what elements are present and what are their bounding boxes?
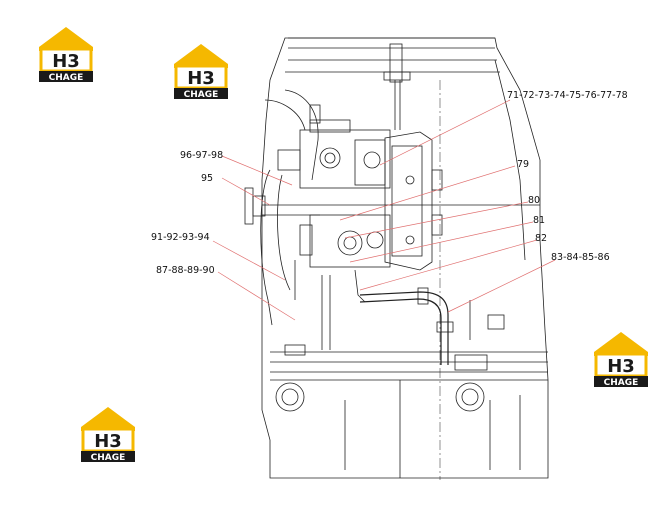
hose-83-86 <box>359 291 449 365</box>
leader-80 <box>344 201 529 239</box>
svg-text:H3: H3 <box>607 356 635 377</box>
leader-79 <box>339 165 516 221</box>
chage-logo-right: H3 CHAGE <box>590 330 652 388</box>
leader-87-90 <box>217 271 296 321</box>
callout-81: 81 <box>533 215 546 226</box>
vertical-pipes <box>394 80 401 130</box>
svg-text:H3: H3 <box>52 51 80 72</box>
callout-83-86: 83-84-85-86 <box>551 252 610 263</box>
motor-housing <box>384 131 443 271</box>
svg-text:CHAGE: CHAGE <box>184 90 219 100</box>
leader-71-78 <box>379 99 511 166</box>
callout-95: 95 <box>201 173 214 184</box>
leader-96-98 <box>221 155 293 186</box>
callout-87-90: 87-88-89-90 <box>156 265 215 276</box>
leader-91-94 <box>212 240 286 281</box>
pump-lower <box>299 214 391 268</box>
chage-logo-bottom-left: H3 CHAGE <box>77 405 139 463</box>
chage-logo-top-center: H3 CHAGE <box>170 42 232 100</box>
callout-96-98: 96-97-98 <box>180 150 224 161</box>
callout-80: 80 <box>528 195 541 206</box>
svg-text:H3: H3 <box>94 431 122 452</box>
leader-81 <box>349 221 534 263</box>
leader-82 <box>359 239 538 291</box>
svg-text:CHAGE: CHAGE <box>49 73 84 83</box>
top-plate <box>285 37 500 73</box>
frame-outline <box>261 37 549 479</box>
leader-95 <box>221 177 271 206</box>
callout-82: 82 <box>535 233 548 244</box>
pump-upper <box>277 104 391 189</box>
lower-tank <box>270 344 548 478</box>
svg-text:CHAGE: CHAGE <box>91 453 126 463</box>
upper-bracket <box>389 43 403 83</box>
chage-logo-top-left: H3 CHAGE <box>35 25 97 83</box>
svg-text:CHAGE: CHAGE <box>604 378 639 388</box>
callout-91-94: 91-92-93-94 <box>151 232 210 243</box>
callout-79: 79 <box>517 159 530 170</box>
left-hose <box>284 89 319 181</box>
leader-83-86 <box>447 259 556 313</box>
frame-right-lines <box>494 59 526 261</box>
callout-71-78: 71-72-73-74-75-76-77-78 <box>507 90 628 101</box>
left-hose-lower <box>260 169 273 326</box>
svg-text:H3: H3 <box>187 68 215 89</box>
